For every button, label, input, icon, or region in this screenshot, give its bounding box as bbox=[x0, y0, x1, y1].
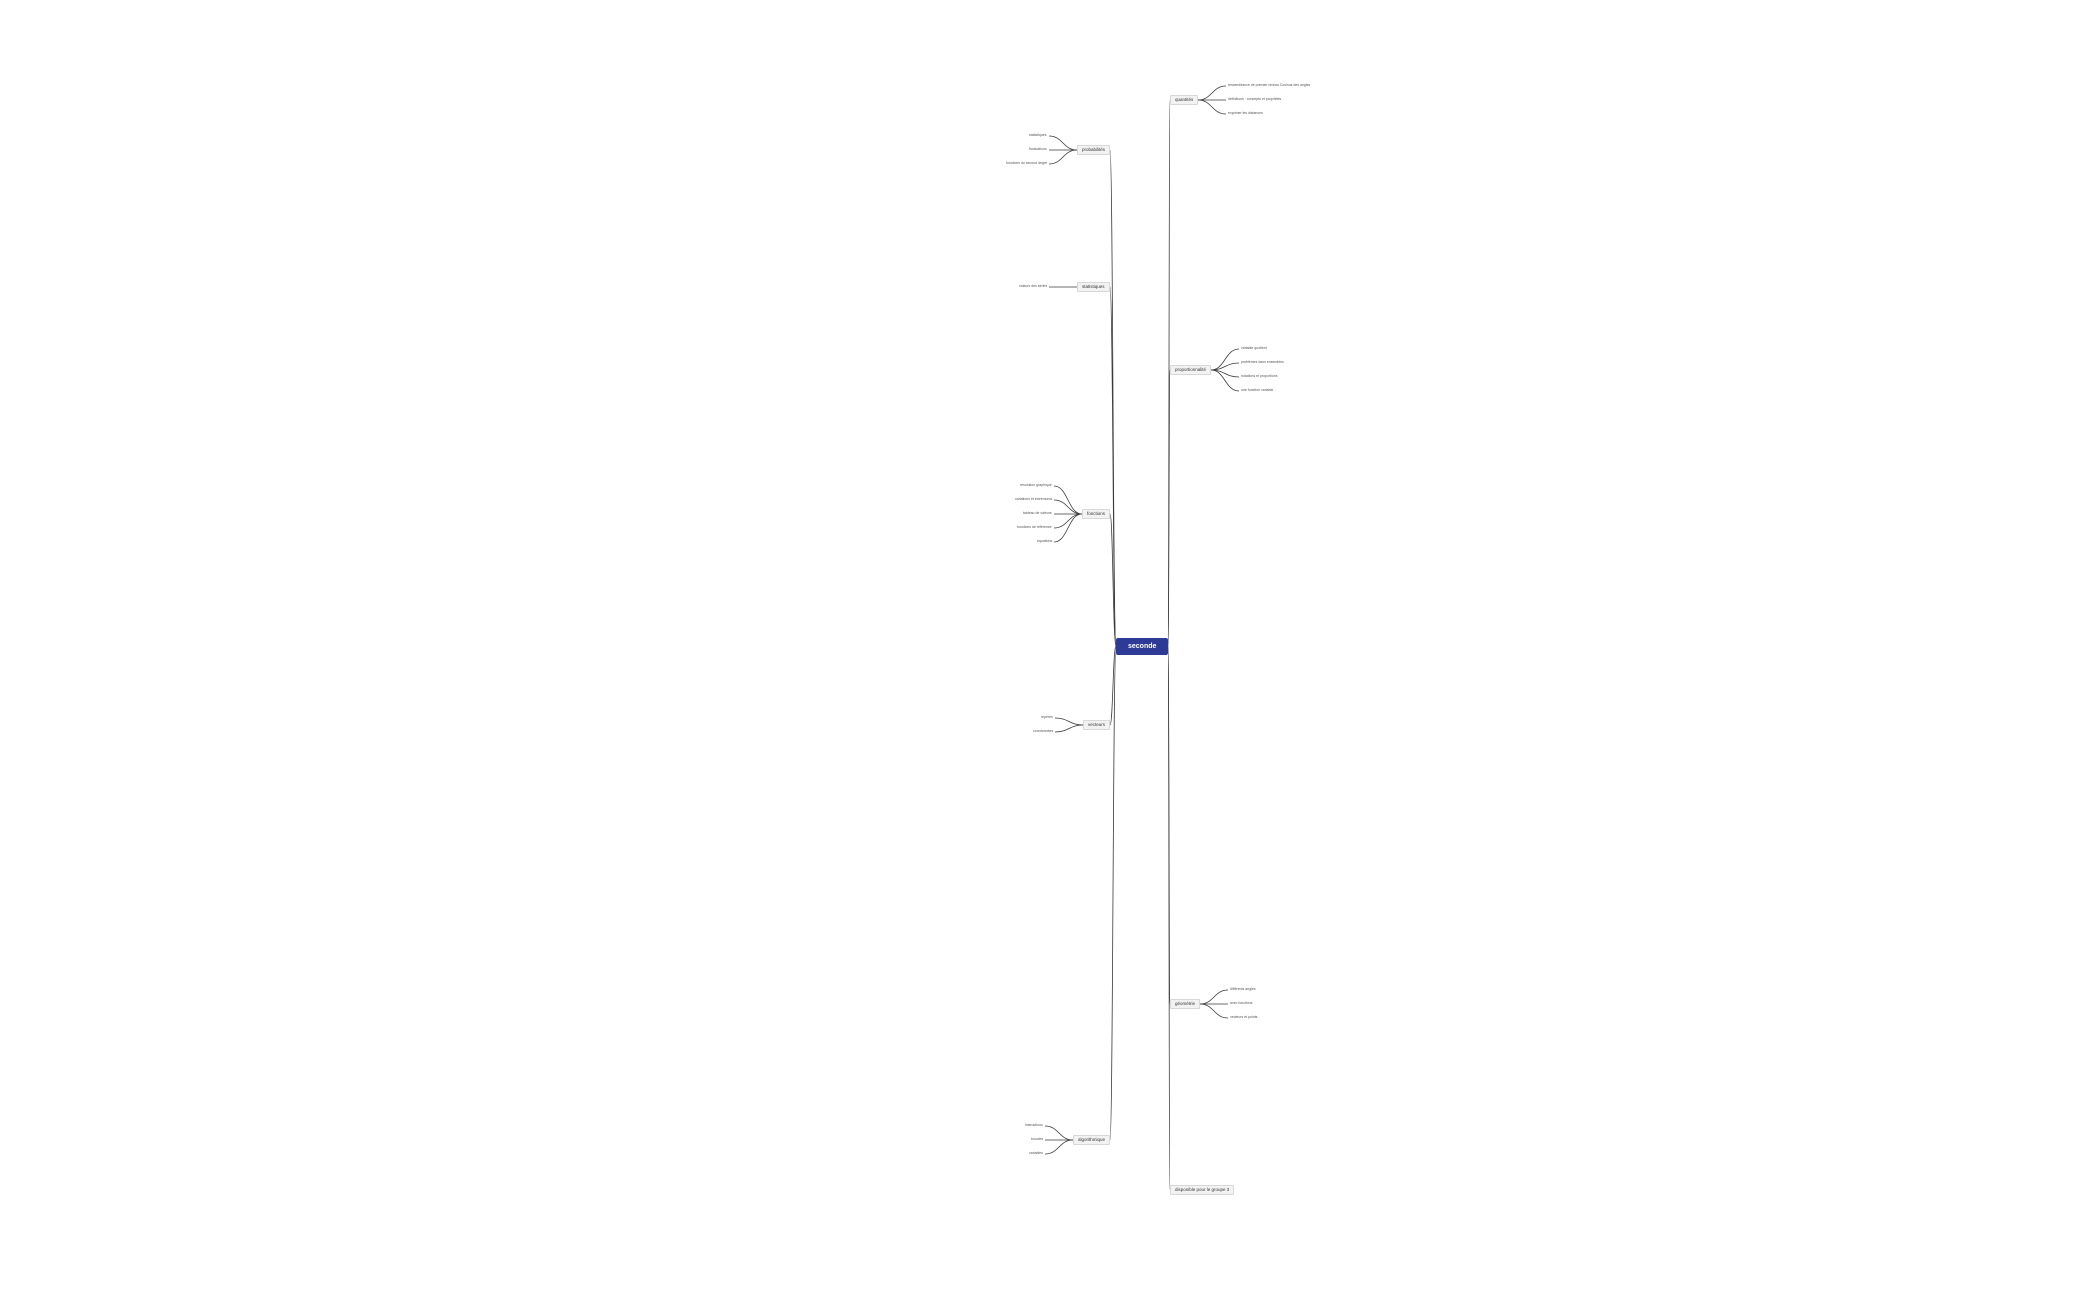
branch-disponible-pour-le-groupe-3[interactable]: disponible pour le groupe 3 bbox=[1170, 1184, 1235, 1195]
branch-fonctions[interactable]: fonctions bbox=[1082, 508, 1111, 519]
node-instructions[interactable]: instructions bbox=[1025, 1123, 1043, 1127]
link-proportionnalite-3 bbox=[1210, 369, 1240, 392]
node-ressemblance-de-premier-niveau-cosinus-des-angles[interactable]: ressemblance de premier niveau Cosinus d… bbox=[1228, 83, 1311, 87]
link-fonctions-3 bbox=[1053, 513, 1083, 529]
node-avec-fonctions[interactable]: avec fonctions bbox=[1230, 1001, 1253, 1005]
link-vecteurs-0 bbox=[1054, 717, 1084, 726]
node-variations-et-extremums[interactable]: variations et extremums bbox=[1015, 497, 1053, 501]
link-probabilites-0 bbox=[1048, 135, 1078, 151]
node-vecteurs-et-points[interactable]: vecteurs et points bbox=[1230, 1015, 1258, 1019]
link-proportionnalite-0 bbox=[1210, 348, 1240, 371]
link-geometrie-2 bbox=[1199, 1003, 1229, 1019]
node-une-fonction-variable[interactable]: une fonction variable bbox=[1241, 388, 1274, 392]
node-tableau-de-valeurs[interactable]: tableau de valeurs bbox=[1023, 511, 1052, 515]
node-coordonnees[interactable]: coordonnées bbox=[1033, 729, 1054, 733]
link-root-disponible-pour-le-groupe-3 bbox=[1167, 645, 1171, 1191]
node-statistiques[interactable]: statistiques bbox=[1029, 133, 1047, 137]
link-root-statistiques bbox=[1109, 286, 1117, 647]
link-fonctions-4 bbox=[1053, 513, 1083, 543]
node-variables[interactable]: variables bbox=[1029, 1151, 1044, 1155]
node-valeurs-des-series[interactable]: valeurs des séries bbox=[1019, 284, 1048, 288]
node-notations-et-proportions[interactable]: notations et proportions bbox=[1241, 374, 1278, 378]
node-boucles[interactable]: boucles bbox=[1031, 1137, 1044, 1141]
link-algorithmique-0 bbox=[1044, 1125, 1074, 1141]
node-problemes-dans-ensembles[interactable]: problèmes dans ensembles bbox=[1241, 360, 1284, 364]
link-root-algorithmique bbox=[1109, 645, 1117, 1141]
branch-probabilites[interactable]: probabilités bbox=[1077, 144, 1111, 155]
link-root-fonctions bbox=[1109, 513, 1117, 647]
node-fluctuations[interactable]: fluctuations bbox=[1029, 147, 1047, 151]
branch-geometrie[interactable]: géométrie bbox=[1170, 998, 1201, 1009]
node-variable-quotient[interactable]: variable quotient bbox=[1241, 346, 1267, 350]
link-quantites-0 bbox=[1197, 85, 1227, 101]
branch-quantites[interactable]: quantités bbox=[1170, 94, 1199, 105]
link-fonctions-1 bbox=[1053, 499, 1083, 515]
link-root-proportionnalite bbox=[1167, 369, 1171, 647]
link-probabilites-2 bbox=[1048, 149, 1078, 165]
node-fonctions-du-second-degre[interactable]: fonctions du second degré bbox=[1006, 161, 1048, 165]
branch-algorithmique[interactable]: algorithmique bbox=[1073, 1134, 1111, 1145]
link-root-vecteurs bbox=[1109, 645, 1117, 726]
node-definitions-concepts-et-proprietes[interactable]: définitions · concepts et propriétés bbox=[1228, 97, 1282, 101]
link-algorithmique-2 bbox=[1044, 1139, 1074, 1155]
branch-vecteurs[interactable]: vecteurs bbox=[1083, 719, 1111, 730]
node-differents-angles[interactable]: différents angles bbox=[1230, 987, 1256, 991]
branch-statistiques[interactable]: statistiques bbox=[1077, 281, 1110, 292]
node-exprimer-les-distances[interactable]: exprimer les distances bbox=[1228, 111, 1263, 115]
link-fonctions-0 bbox=[1053, 485, 1083, 515]
link-quantites-2 bbox=[1197, 99, 1227, 115]
link-geometrie-0 bbox=[1199, 989, 1229, 1005]
node-resolution-graphique[interactable]: résolution graphique bbox=[1020, 483, 1052, 487]
node-reperes[interactable]: repères bbox=[1041, 715, 1053, 719]
node-equations[interactable]: équations bbox=[1037, 539, 1053, 543]
node-fonctions-de-reference[interactable]: fonctions de référence bbox=[1017, 525, 1052, 529]
branch-proportionnalite[interactable]: proportionnalité bbox=[1170, 364, 1212, 375]
root-node[interactable]: seconde bbox=[1116, 637, 1169, 655]
link-vecteurs-1 bbox=[1054, 724, 1084, 733]
